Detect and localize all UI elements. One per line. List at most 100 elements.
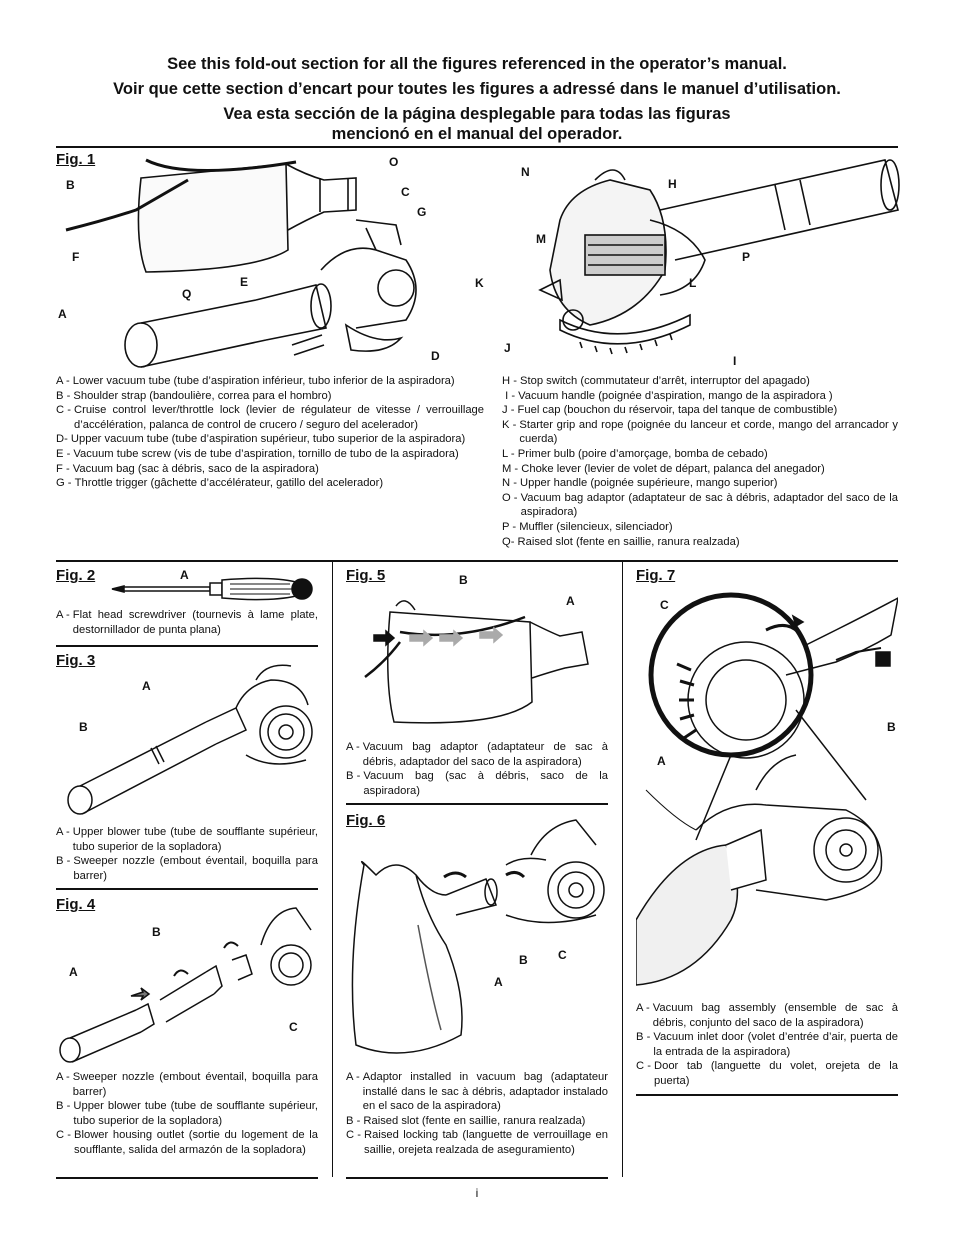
fig1-label-k: K — [475, 276, 484, 290]
fig6-label-c: C — [558, 948, 567, 962]
fig1-label-j: J — [504, 341, 511, 355]
fig1-label-q: Q — [182, 287, 192, 301]
fig1-label-e: E — [240, 275, 249, 289]
legend-item: C - Raised locking tab (languette de ver… — [346, 1129, 608, 1156]
fig3-legend: A - Upper blower tube (tube de soufflant… — [56, 825, 318, 883]
column-divider-1 — [332, 562, 333, 1177]
legend-item: Q- Raised slot (fente en saillie, ranura… — [502, 535, 740, 548]
fig1-label-a: A — [58, 307, 67, 321]
legend-item: A - Adaptor installed in vacuum bag (ada… — [346, 1071, 608, 1113]
fig5-label-a: A — [566, 594, 575, 608]
legend-item: I - Vacuum handle (poignée d’aspiration,… — [502, 389, 833, 402]
legend-item: A - Vacuum bag adaptor (adaptateur de sa… — [346, 741, 608, 768]
legend-item: B - Upper blower tube (tube de soufflant… — [56, 1100, 318, 1127]
fig3-label-a: A — [142, 679, 151, 693]
fig1-label-f: F — [72, 250, 80, 264]
fig6-illustration — [346, 815, 608, 1065]
fig1-label-c: C — [401, 185, 410, 199]
legend-item: O - Vacuum bag adaptor (adaptateur de sa… — [502, 491, 898, 519]
section-rule — [56, 560, 898, 562]
fig5-title: Fig. 5 — [346, 567, 386, 584]
fig5-label-b: B — [459, 573, 468, 587]
fig2-screwdriver-illustration — [110, 576, 320, 602]
legend-item: A - Vacuum bag assembly (ensemble de sac… — [636, 1002, 898, 1029]
header-rule — [56, 146, 898, 148]
legend-item: B - Shoulder strap (bandoulière, correa … — [56, 389, 332, 402]
fig6-label-b: B — [519, 953, 528, 967]
header-line-spanish-2: mencionó en el manual del operador. — [331, 125, 623, 143]
column-divider-2 — [622, 562, 623, 1177]
fig4-rule — [56, 1177, 318, 1179]
legend-item: H - Stop switch (commutateur d’arrêt, in… — [502, 375, 810, 387]
legend-item: M - Choke lever (levier de volet de dépa… — [502, 462, 825, 475]
legend-item: A - Sweeper nozzle (embout éventail, boq… — [56, 1071, 318, 1098]
legend-item: C - Door tab (languette du volet, orejet… — [636, 1060, 898, 1087]
legend-item: B - Raised slot (fente en saillie, ranur… — [346, 1114, 586, 1127]
fig1-label-l: L — [689, 276, 697, 290]
fig1-label-m: M — [536, 232, 546, 246]
fig3-label-b: B — [79, 720, 88, 734]
header-line-spanish-1: Vea esta sección de la página desplegabl… — [223, 105, 731, 123]
fig1-label-d: D — [431, 349, 440, 363]
legend-item: A - Lower vacuum tube (tube d’aspiration… — [56, 375, 455, 387]
legend-item: C - Cruise control lever/throttle lock (… — [56, 404, 484, 431]
fig2-title: Fig. 2 — [56, 567, 96, 584]
fig2-rule — [56, 645, 318, 647]
fig1-label-p: P — [742, 250, 751, 264]
legend-item: C - Blower housing outlet (sortie du log… — [56, 1129, 318, 1156]
fig4-title: Fig. 4 — [56, 896, 96, 913]
fig6-legend: A - Adaptor installed in vacuum bag (ada… — [346, 1070, 608, 1158]
fig1-label-i: I — [733, 354, 737, 368]
fig7-rule — [636, 1094, 898, 1096]
legend-item: B - Vacuum bag (sac à débris, saco de la… — [346, 770, 608, 797]
fig3-illustration — [56, 660, 318, 820]
fig5-legend: A - Vacuum bag adaptor (adaptateur de sa… — [346, 740, 608, 798]
fig7-legend: A - Vacuum bag assembly (ensemble de sac… — [636, 1001, 898, 1089]
fig6-label-a: A — [494, 975, 503, 989]
legend-item: P - Muffler (silencieux, silenciador) — [502, 520, 673, 533]
fig1-legend-right: H - Stop switch (commutateur d’arrêt, in… — [502, 374, 898, 549]
fig7-label-a: A — [657, 754, 666, 768]
fig2-label-a: A — [180, 568, 189, 582]
legend-item: J - Fuel cap (bouchon du réservoir, tapa… — [502, 404, 838, 417]
fig1-label-g: G — [417, 205, 427, 219]
fig1-illustration-right — [500, 150, 900, 370]
fig1-label-n: N — [521, 165, 530, 179]
fig2-legend: A - Flat head screwdriver (tournevis à l… — [56, 608, 318, 637]
fig4-label-a: A — [69, 965, 78, 979]
legend-item: F - Vacuum bag (sac à débris, saco de la… — [56, 462, 319, 475]
fig7-illustration — [636, 590, 898, 990]
fig6-rule — [346, 1177, 608, 1179]
legend-item: B - Sweeper nozzle (embout éventail, boq… — [56, 855, 318, 882]
legend-item: K - Starter grip and rope (poignée du la… — [502, 418, 898, 446]
fig1-legend-left: A - Lower vacuum tube (tube d’aspiration… — [56, 374, 484, 491]
legend-item: B - Vacuum inlet door (volet d’entrée d’… — [636, 1031, 898, 1058]
fig4-label-b: B — [152, 925, 161, 939]
fig1-label-b: B — [66, 178, 75, 192]
legend-item: E - Vacuum tube screw (vis de tube d’asp… — [56, 447, 459, 460]
header-line-english: See this fold-out section for all the fi… — [167, 55, 787, 73]
legend-item: D- Upper vacuum tube (tube d’aspiration … — [56, 433, 466, 446]
fig1-illustration-left — [56, 150, 476, 370]
legend-item: N - Upper handle (poignée supérieure, ma… — [502, 477, 778, 490]
fig1-label-o: O — [389, 155, 399, 169]
page-number: i — [475, 1186, 479, 1200]
fig3-rule — [56, 888, 318, 890]
fig7-title: Fig. 7 — [636, 567, 676, 584]
fig5-rule — [346, 803, 608, 805]
fig1-label-h: H — [668, 177, 677, 191]
fig5-illustration — [360, 592, 600, 732]
legend-item: A - Flat head screwdriver (tournevis à l… — [56, 609, 318, 636]
header-line-french: Voir que cette section d’encart pour tou… — [113, 80, 841, 98]
fig7-label-c: C — [660, 598, 669, 612]
legend-item: A - Upper blower tube (tube de soufflant… — [56, 826, 318, 853]
fig4-legend: A - Sweeper nozzle (embout éventail, boq… — [56, 1070, 318, 1158]
legend-item: G - Throttle trigger (gâchette d’accélér… — [56, 477, 384, 490]
fig4-illustration — [56, 900, 318, 1065]
fig1-title: Fig. 1 — [56, 151, 96, 168]
fig4-label-c: C — [289, 1020, 298, 1034]
fig6-title: Fig. 6 — [346, 812, 386, 829]
fig3-title: Fig. 3 — [56, 652, 96, 669]
fig7-label-b: B — [887, 720, 896, 734]
legend-item: L - Primer bulb (poire d’amorçage, bomba… — [502, 447, 768, 460]
